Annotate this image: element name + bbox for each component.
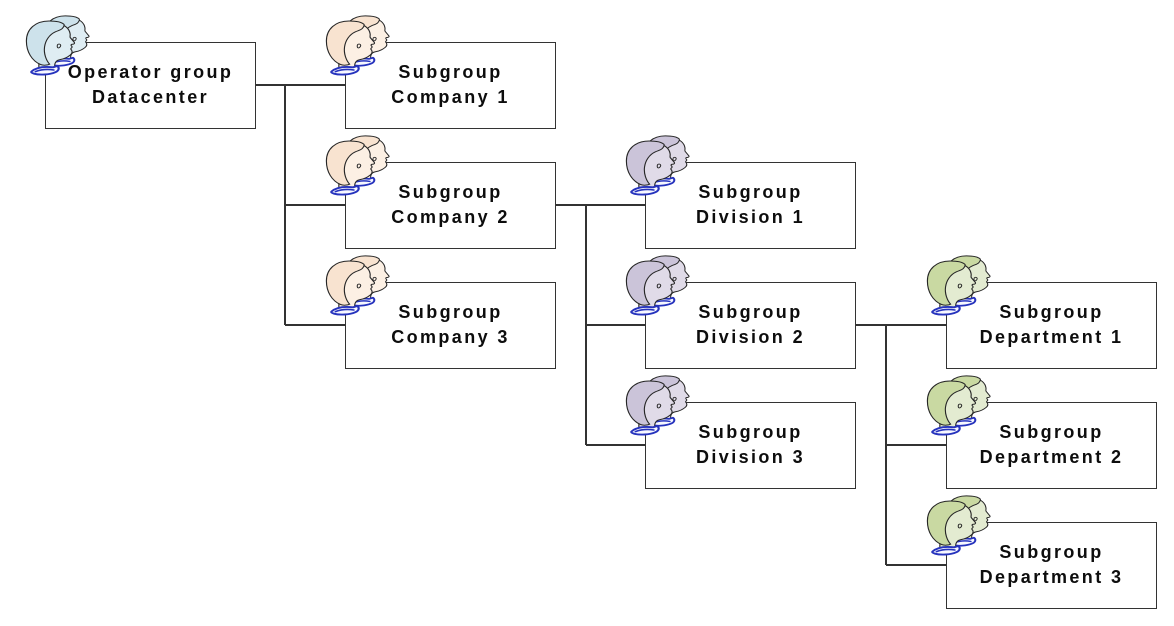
org-node-label-line2: Company 1	[391, 87, 510, 107]
org-node-label-line2: Division 3	[695, 447, 806, 467]
org-node-label-line2: Department 2	[979, 447, 1124, 467]
org-node-label-line2: Department 1	[979, 327, 1124, 347]
org-node-label-line1: Subgroup	[398, 302, 503, 322]
org-node-department-2: Subgroup Department 2	[926, 374, 1157, 489]
org-node-label-line1: Subgroup	[398, 182, 503, 202]
org-node-label: Subgroup Department 1	[980, 300, 1124, 350]
org-node-division-3: Subgroup Division 3	[625, 374, 856, 489]
org-node-label-line1: Subgroup	[398, 62, 503, 82]
org-node-label-line2: Company 3	[391, 327, 510, 347]
org-node-label-line2: Division 1	[695, 207, 806, 227]
org-node-label-line1: Subgroup	[698, 422, 803, 442]
org-node-department-3: Subgroup Department 3	[926, 494, 1157, 609]
org-node-label: Subgroup Department 2	[980, 420, 1124, 470]
org-node-label-line2: Datacenter	[91, 87, 210, 107]
org-node-operator-datacenter: Operator group Datacenter	[25, 14, 256, 129]
org-node-label: Subgroup Company 1	[391, 60, 510, 110]
org-node-company-3: Subgroup Company 3	[325, 254, 556, 369]
org-node-label: Subgroup Division 2	[696, 300, 805, 350]
org-node-label-line2: Division 2	[695, 327, 806, 347]
org-node-division-2: Subgroup Division 2	[625, 254, 856, 369]
org-node-label: Subgroup Company 2	[391, 180, 510, 230]
org-node-label-line1: Subgroup	[999, 302, 1104, 322]
org-node-label-line1: Subgroup	[999, 422, 1104, 442]
org-node-label: Subgroup Company 3	[391, 300, 510, 350]
org-node-label: Subgroup Department 3	[980, 540, 1124, 590]
org-node-label-line1: Subgroup	[999, 542, 1104, 562]
org-node-company-1: Subgroup Company 1	[325, 14, 556, 129]
org-node-label-line2: Department 3	[979, 567, 1124, 587]
org-node-division-1: Subgroup Division 1	[625, 134, 856, 249]
org-node-company-2: Subgroup Company 2	[325, 134, 556, 249]
org-node-label: Subgroup Division 3	[696, 420, 805, 470]
org-node-label-line2: Company 2	[391, 207, 510, 227]
org-node-label: Subgroup Division 1	[696, 180, 805, 230]
org-node-label: Operator group Datacenter	[68, 60, 234, 110]
org-node-label-line1: Subgroup	[698, 182, 803, 202]
org-node-label-line1: Operator group	[67, 62, 234, 82]
org-node-department-1: Subgroup Department 1	[926, 254, 1157, 369]
org-node-label-line1: Subgroup	[698, 302, 803, 322]
